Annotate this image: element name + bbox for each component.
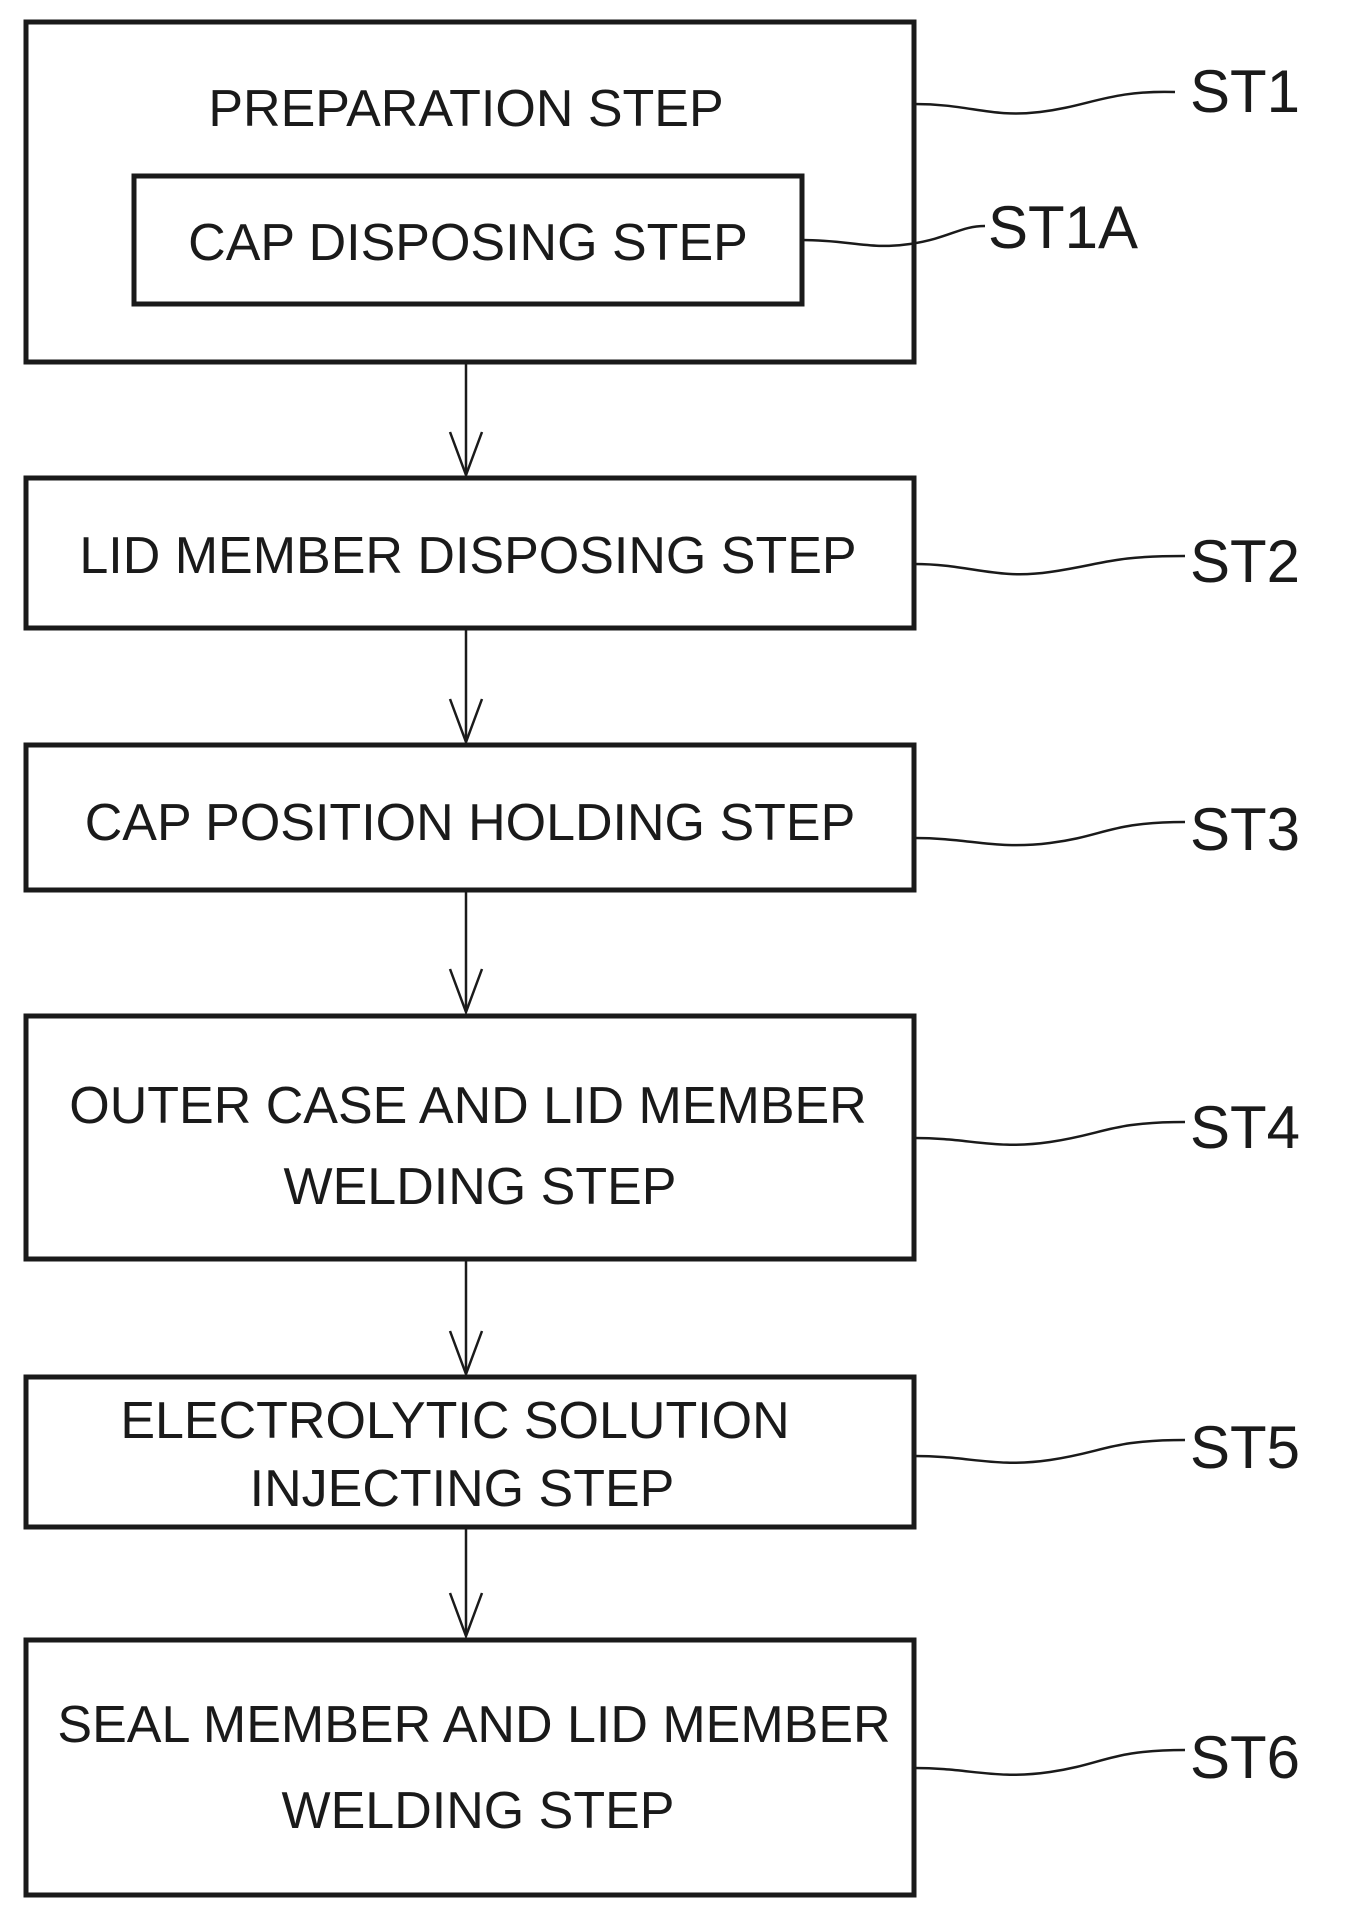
step-st5-title-line1: ELECTROLYTIC SOLUTION <box>120 1392 789 1450</box>
step-st1a-title: CAP DISPOSING STEP <box>188 214 748 272</box>
step-st3-title: CAP POSITION HOLDING STEP <box>85 794 856 852</box>
step-st1a: CAP DISPOSING STEP ST1A <box>134 176 1138 304</box>
step-st3-leader <box>914 822 1185 845</box>
step-st1a-label: ST1A <box>988 194 1138 261</box>
step-st5-title-line2: INJECTING STEP <box>250 1460 675 1518</box>
step-st6-title-line2: WELDING STEP <box>282 1782 675 1840</box>
arrow-st3-st4 <box>450 890 482 1012</box>
arrow-st4-st5 <box>450 1259 482 1374</box>
step-st1-title: PREPARATION STEP <box>208 80 723 138</box>
step-st2-leader <box>914 556 1185 574</box>
step-st2-label: ST2 <box>1190 528 1300 595</box>
step-st4-title-line2: WELDING STEP <box>284 1158 677 1216</box>
step-st6-title-line1: SEAL MEMBER AND LID MEMBER <box>57 1696 890 1754</box>
arrow-st2-st3 <box>450 628 482 742</box>
step-st2: LID MEMBER DISPOSING STEP ST2 <box>26 478 1300 628</box>
arrow-st1-st2 <box>450 362 482 475</box>
step-st6-leader <box>914 1750 1185 1775</box>
step-st4: OUTER CASE AND LID MEMBER WELDING STEP S… <box>26 1016 1300 1259</box>
step-st4-leader <box>914 1122 1185 1145</box>
step-st5-leader <box>914 1440 1185 1463</box>
step-st5: ELECTROLYTIC SOLUTION INJECTING STEP ST5 <box>26 1377 1300 1527</box>
step-st4-title-line1: OUTER CASE AND LID MEMBER <box>69 1077 866 1135</box>
step-st6-label: ST6 <box>1190 1724 1300 1791</box>
step-st1-leader <box>914 92 1175 114</box>
step-st4-box <box>26 1016 914 1259</box>
step-st3-label: ST3 <box>1190 796 1300 863</box>
step-st2-title: LID MEMBER DISPOSING STEP <box>79 527 856 585</box>
step-st5-label: ST5 <box>1190 1414 1300 1481</box>
step-st6: SEAL MEMBER AND LID MEMBER WELDING STEP … <box>26 1640 1300 1895</box>
step-st3: CAP POSITION HOLDING STEP ST3 <box>26 745 1300 890</box>
arrow-st5-st6 <box>450 1527 482 1636</box>
step-st4-label: ST4 <box>1190 1094 1300 1161</box>
step-st1-label: ST1 <box>1190 58 1300 125</box>
step-st6-box <box>26 1640 914 1895</box>
